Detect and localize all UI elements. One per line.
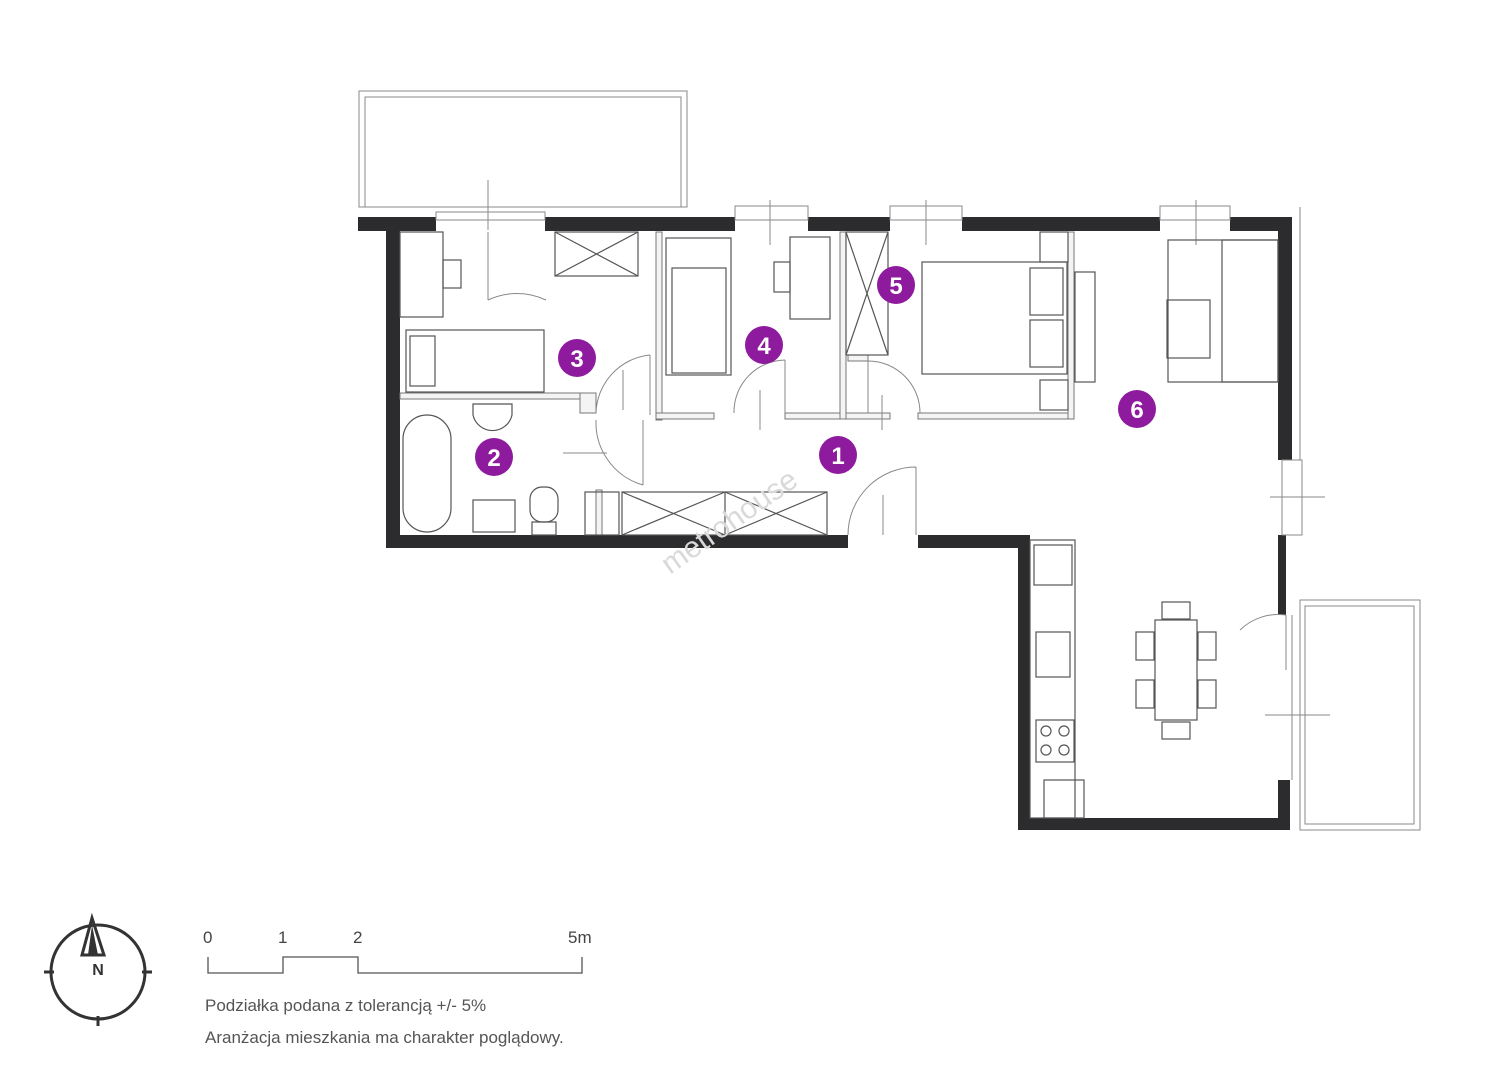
compass-icon: N xyxy=(44,912,152,1026)
scale-bar: 0 1 2 5m xyxy=(203,928,592,974)
scale-tick: 1 xyxy=(278,928,287,947)
svg-text:2: 2 xyxy=(487,445,500,472)
exterior-walls xyxy=(358,217,1292,830)
room-marker-5: 5 xyxy=(877,266,915,304)
scale-tolerance-note: Podziałka podana z tolerancją +/- 5% xyxy=(205,996,486,1015)
svg-text:1: 1 xyxy=(831,443,844,470)
svg-text:4: 4 xyxy=(757,333,771,360)
room-marker-3: 3 xyxy=(558,339,596,377)
svg-text:6: 6 xyxy=(1130,397,1143,424)
interior-partitions xyxy=(399,231,1075,536)
scale-tick: 5m xyxy=(568,928,592,947)
doors xyxy=(487,180,1330,716)
room-marker-6: 6 xyxy=(1118,390,1156,428)
compass-north-label: N xyxy=(92,962,104,979)
scale-tick: 0 xyxy=(203,928,212,947)
scale-tick: 2 xyxy=(353,928,362,947)
watermark: metrohouse xyxy=(655,463,804,581)
furniture xyxy=(399,231,1279,819)
svg-text:3: 3 xyxy=(570,346,583,373)
balcony-top xyxy=(358,90,688,208)
layout-disclaimer: Aranżacja mieszkania ma charakter pogląd… xyxy=(205,1028,564,1047)
room-marker-1: 1 xyxy=(819,436,857,474)
svg-text:5: 5 xyxy=(889,273,902,300)
room-marker-4: 4 xyxy=(745,326,783,364)
room-marker-2: 2 xyxy=(475,438,513,476)
windows xyxy=(435,205,1303,830)
